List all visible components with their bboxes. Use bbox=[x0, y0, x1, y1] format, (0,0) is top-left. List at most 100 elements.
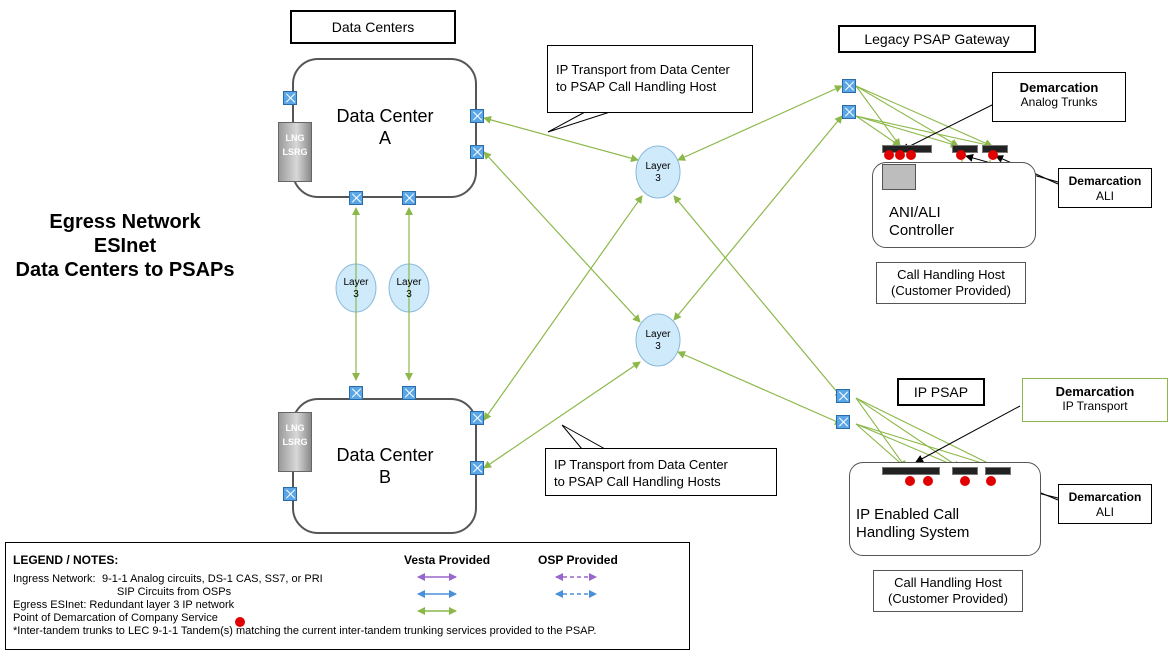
legacy-gateway-header: Legacy PSAP Gateway bbox=[838, 25, 1036, 53]
data-center-b-line1: Data Center bbox=[336, 445, 434, 465]
switch-icon bbox=[402, 191, 416, 205]
data-center-a bbox=[292, 58, 477, 198]
legend-footnote: *Inter-tandem trunks to LEC 9-1-1 Tandem… bbox=[13, 625, 597, 637]
switch-icon bbox=[402, 386, 416, 400]
cloud-label-line1: Layer bbox=[396, 277, 422, 288]
cloud-label-line2: 3 bbox=[353, 289, 359, 300]
ip-psap-header: IP PSAP bbox=[897, 378, 985, 406]
link-dcb-lower bbox=[483, 361, 641, 469]
link-dca-upper bbox=[483, 115, 639, 163]
title-line-3: Data Centers to PSAPs bbox=[15, 259, 235, 281]
callout-top-line2: to PSAP Call Handling Host bbox=[556, 79, 717, 94]
legend-demarc-dot bbox=[235, 617, 245, 627]
legend-vesta-header: Vesta Provided bbox=[404, 553, 491, 567]
demarcation-ali-bottom: Demarcation ALI bbox=[1058, 484, 1152, 524]
title-line-1: Egress Network bbox=[49, 211, 201, 233]
data-centers-header-text: Data Centers bbox=[331, 19, 415, 35]
demarc-ali-bottom-sub: ALI bbox=[1095, 505, 1114, 519]
switch-icon bbox=[842, 105, 856, 119]
server-b-top: LNG bbox=[285, 423, 305, 433]
data-center-b-line2: B bbox=[378, 467, 391, 487]
lng-lsrg-server-b: LNG LSRG bbox=[278, 412, 312, 472]
legend-ingress-label: Ingress Network: bbox=[13, 573, 96, 585]
demarcation-ali-top: Demarcation ALI bbox=[1058, 168, 1152, 208]
demarc-dot bbox=[906, 150, 916, 160]
callout-top-tail bbox=[547, 111, 611, 133]
link-lower-legacy bbox=[673, 115, 843, 321]
switch-icon bbox=[470, 411, 484, 425]
demarc-ali-top-sub: ALI bbox=[1095, 189, 1114, 203]
link-lower-ippsap bbox=[677, 351, 843, 425]
data-center-a-line1: Data Center bbox=[336, 106, 434, 126]
ip-call-handling-host bbox=[849, 462, 1041, 556]
switch-icon bbox=[283, 91, 297, 105]
ip-host-label: IP Enabled Call Handling System bbox=[856, 506, 969, 542]
demarc-dot bbox=[923, 476, 933, 486]
callout-bottom-line2: to PSAP Call Handling Hosts bbox=[554, 474, 721, 489]
cloud-label-line1: Layer bbox=[343, 277, 369, 288]
ip-caption-line2: (Customer Provided) bbox=[888, 591, 1008, 606]
cloud-label-line1: Layer bbox=[645, 161, 671, 172]
callout-top: IP Transport from Data Center to PSAP Ca… bbox=[547, 45, 753, 113]
callout-top-line1: IP Transport from Data Center bbox=[556, 62, 730, 77]
demarc-ip-title: Demarcation bbox=[1055, 384, 1135, 399]
data-center-a-label: Data Center A bbox=[320, 105, 450, 149]
ani-ali-controller-device bbox=[882, 164, 916, 190]
ip-psap-header-text: IP PSAP bbox=[913, 384, 969, 400]
legacy-host-line1: ANI/ALI bbox=[889, 204, 941, 221]
legacy-host-label: ANI/ALI Controller bbox=[889, 204, 954, 240]
legend-demarc-note: Point of Demarcation of Company Service bbox=[13, 612, 218, 624]
switch-icon bbox=[836, 389, 850, 403]
link-dca-lower bbox=[483, 151, 641, 323]
demarc-analog-title: Demarcation bbox=[1019, 80, 1099, 95]
demarc-dot bbox=[986, 476, 996, 486]
switch-icon bbox=[842, 79, 856, 93]
legend-osp-header: OSP Provided bbox=[538, 553, 618, 567]
server-a-bottom: LSRG bbox=[282, 147, 308, 157]
legacy-caption-line1: Call Handling Host bbox=[897, 267, 1005, 282]
server-b-bottom: LSRG bbox=[282, 437, 308, 447]
title-line-2: ESInet bbox=[93, 235, 157, 257]
switch-icon bbox=[349, 386, 363, 400]
demarc-dot bbox=[960, 476, 970, 486]
demarc-dot bbox=[905, 476, 915, 486]
cloud-label-dc-right: Layer 3 bbox=[389, 277, 429, 301]
legend-box bbox=[5, 542, 690, 650]
cloud-label-dc-left: Layer 3 bbox=[336, 277, 376, 301]
callout-bottom: IP Transport from Data Center to PSAP Ca… bbox=[545, 448, 777, 496]
demarcation-ip-transport: Demarcation IP Transport bbox=[1022, 378, 1168, 422]
callout-bottom-tail bbox=[561, 424, 607, 450]
demarc-ali-bottom-title: Demarcation bbox=[1068, 490, 1142, 504]
ip-host-line2: Handling System bbox=[856, 524, 970, 541]
data-center-b-label: Data Center B bbox=[320, 444, 450, 488]
switch-icon bbox=[470, 145, 484, 159]
ip-host-caption: Call Handling Host (Customer Provided) bbox=[873, 570, 1023, 612]
legend-arrows bbox=[417, 573, 597, 615]
legacy-host-line2: Controller bbox=[889, 222, 955, 239]
link-dcb-upper bbox=[483, 195, 643, 421]
ip-host-line1: IP Enabled Call bbox=[856, 506, 960, 523]
demarcation-analog-trunks: Demarcation Analog Trunks bbox=[992, 72, 1126, 122]
legend-egress: Egress ESInet: Redundant layer 3 IP netw… bbox=[13, 599, 235, 611]
server-a-top: LNG bbox=[285, 133, 305, 143]
legend-header: LEGEND / NOTES: bbox=[13, 553, 119, 567]
switch-icon bbox=[836, 415, 850, 429]
legacy-caption-line2: (Customer Provided) bbox=[891, 283, 1011, 298]
ali-panel bbox=[952, 467, 978, 475]
demarc-ali-top-title: Demarcation bbox=[1068, 174, 1142, 188]
ali-panel bbox=[985, 467, 1011, 475]
switch-icon bbox=[470, 461, 484, 475]
lng-lsrg-server-a: LNG LSRG bbox=[278, 122, 312, 182]
cloud-label-line2: 3 bbox=[406, 289, 412, 300]
legacy-host-caption: Call Handling Host (Customer Provided) bbox=[876, 262, 1026, 304]
data-center-b bbox=[292, 398, 477, 534]
data-centers-header: Data Centers bbox=[290, 10, 456, 44]
legend-ingress-line1: 9-1-1 Analog circuits, DS-1 CAS, SS7, or… bbox=[102, 573, 323, 585]
data-center-a-line2: A bbox=[378, 128, 391, 148]
legend-ingress-line2: SIP Circuits from OSPs bbox=[117, 586, 232, 598]
cloud-label-line2: 3 bbox=[655, 341, 661, 352]
demarc-analog-sub: Analog Trunks bbox=[1020, 95, 1098, 109]
ip-transport-panel bbox=[882, 467, 940, 475]
